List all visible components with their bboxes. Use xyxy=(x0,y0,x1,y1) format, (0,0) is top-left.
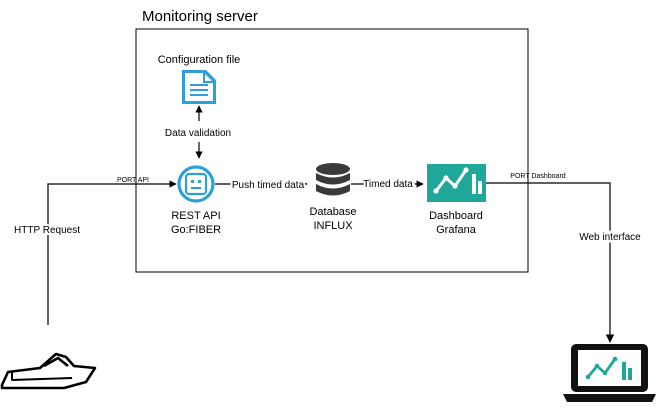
laptop-chart-icon xyxy=(563,344,656,402)
database-sublabel: INFLUX xyxy=(313,220,353,232)
config-file-label: Configuration file xyxy=(158,54,241,66)
data-validation-label: Data validation xyxy=(165,128,231,139)
database-icon xyxy=(316,163,350,196)
dashboard-sublabel: Grafana xyxy=(436,224,477,236)
grafana-chart-icon xyxy=(427,164,486,202)
rest-api-label: REST API xyxy=(171,210,220,222)
push-timed-data-label: Push timed data xyxy=(232,180,305,191)
rest-api-sublabel: Go:FIBER xyxy=(171,224,221,236)
port-dashboard-label: PORT Dashboard xyxy=(510,173,565,180)
document-icon xyxy=(182,70,216,104)
dashboard-label: Dashboard xyxy=(429,210,483,222)
web-interface-line xyxy=(486,182,615,343)
monitoring-server-box xyxy=(135,28,529,273)
boat-icon xyxy=(0,352,97,390)
http-request-line xyxy=(47,180,177,325)
database-label: Database xyxy=(309,206,356,218)
container-title: Monitoring server xyxy=(142,8,258,25)
http-request-label: HTTP Request xyxy=(14,225,80,236)
timed-data-label: Timed data xyxy=(363,179,413,190)
port-api-label: PORT API xyxy=(117,177,149,184)
web-interface-label: Web interface xyxy=(579,232,641,243)
api-icon xyxy=(177,165,215,203)
